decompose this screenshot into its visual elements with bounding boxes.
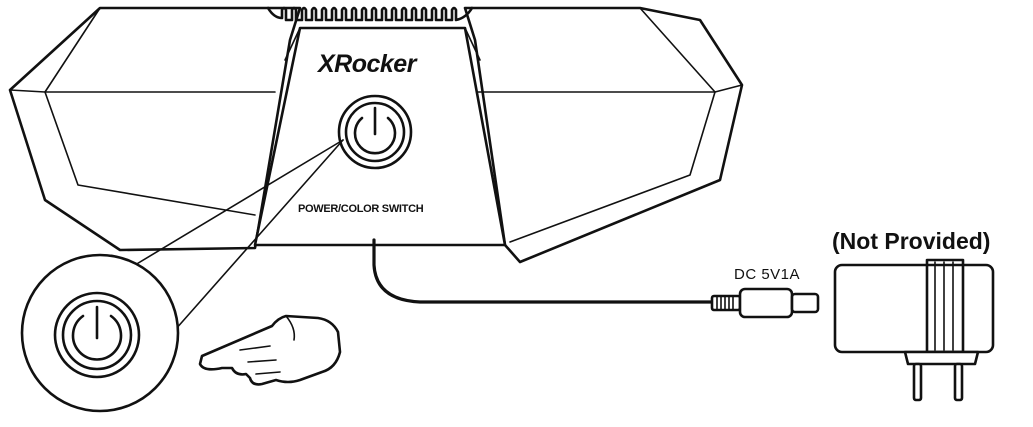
pointing-hand-icon [198, 314, 342, 386]
zoom-lines [129, 139, 344, 331]
power-button-small[interactable] [337, 94, 413, 170]
power-icon [71, 314, 123, 361]
wall-adapter-icon [833, 258, 995, 402]
cable-rating-label: DC 5V1A [734, 266, 801, 283]
power-cable [372, 238, 714, 304]
top-vent-fins [266, 6, 474, 22]
power-icon [353, 116, 397, 155]
power-button-zoom [20, 253, 180, 413]
switch-label: POWER/COLOR SWITCH [298, 203, 424, 215]
left-wing [8, 6, 302, 252]
adapter-note: (Not Provided) [832, 228, 991, 254]
dc-plug-icon [710, 287, 820, 319]
brand-logo: XRocker [318, 50, 416, 78]
right-wing [463, 6, 744, 264]
